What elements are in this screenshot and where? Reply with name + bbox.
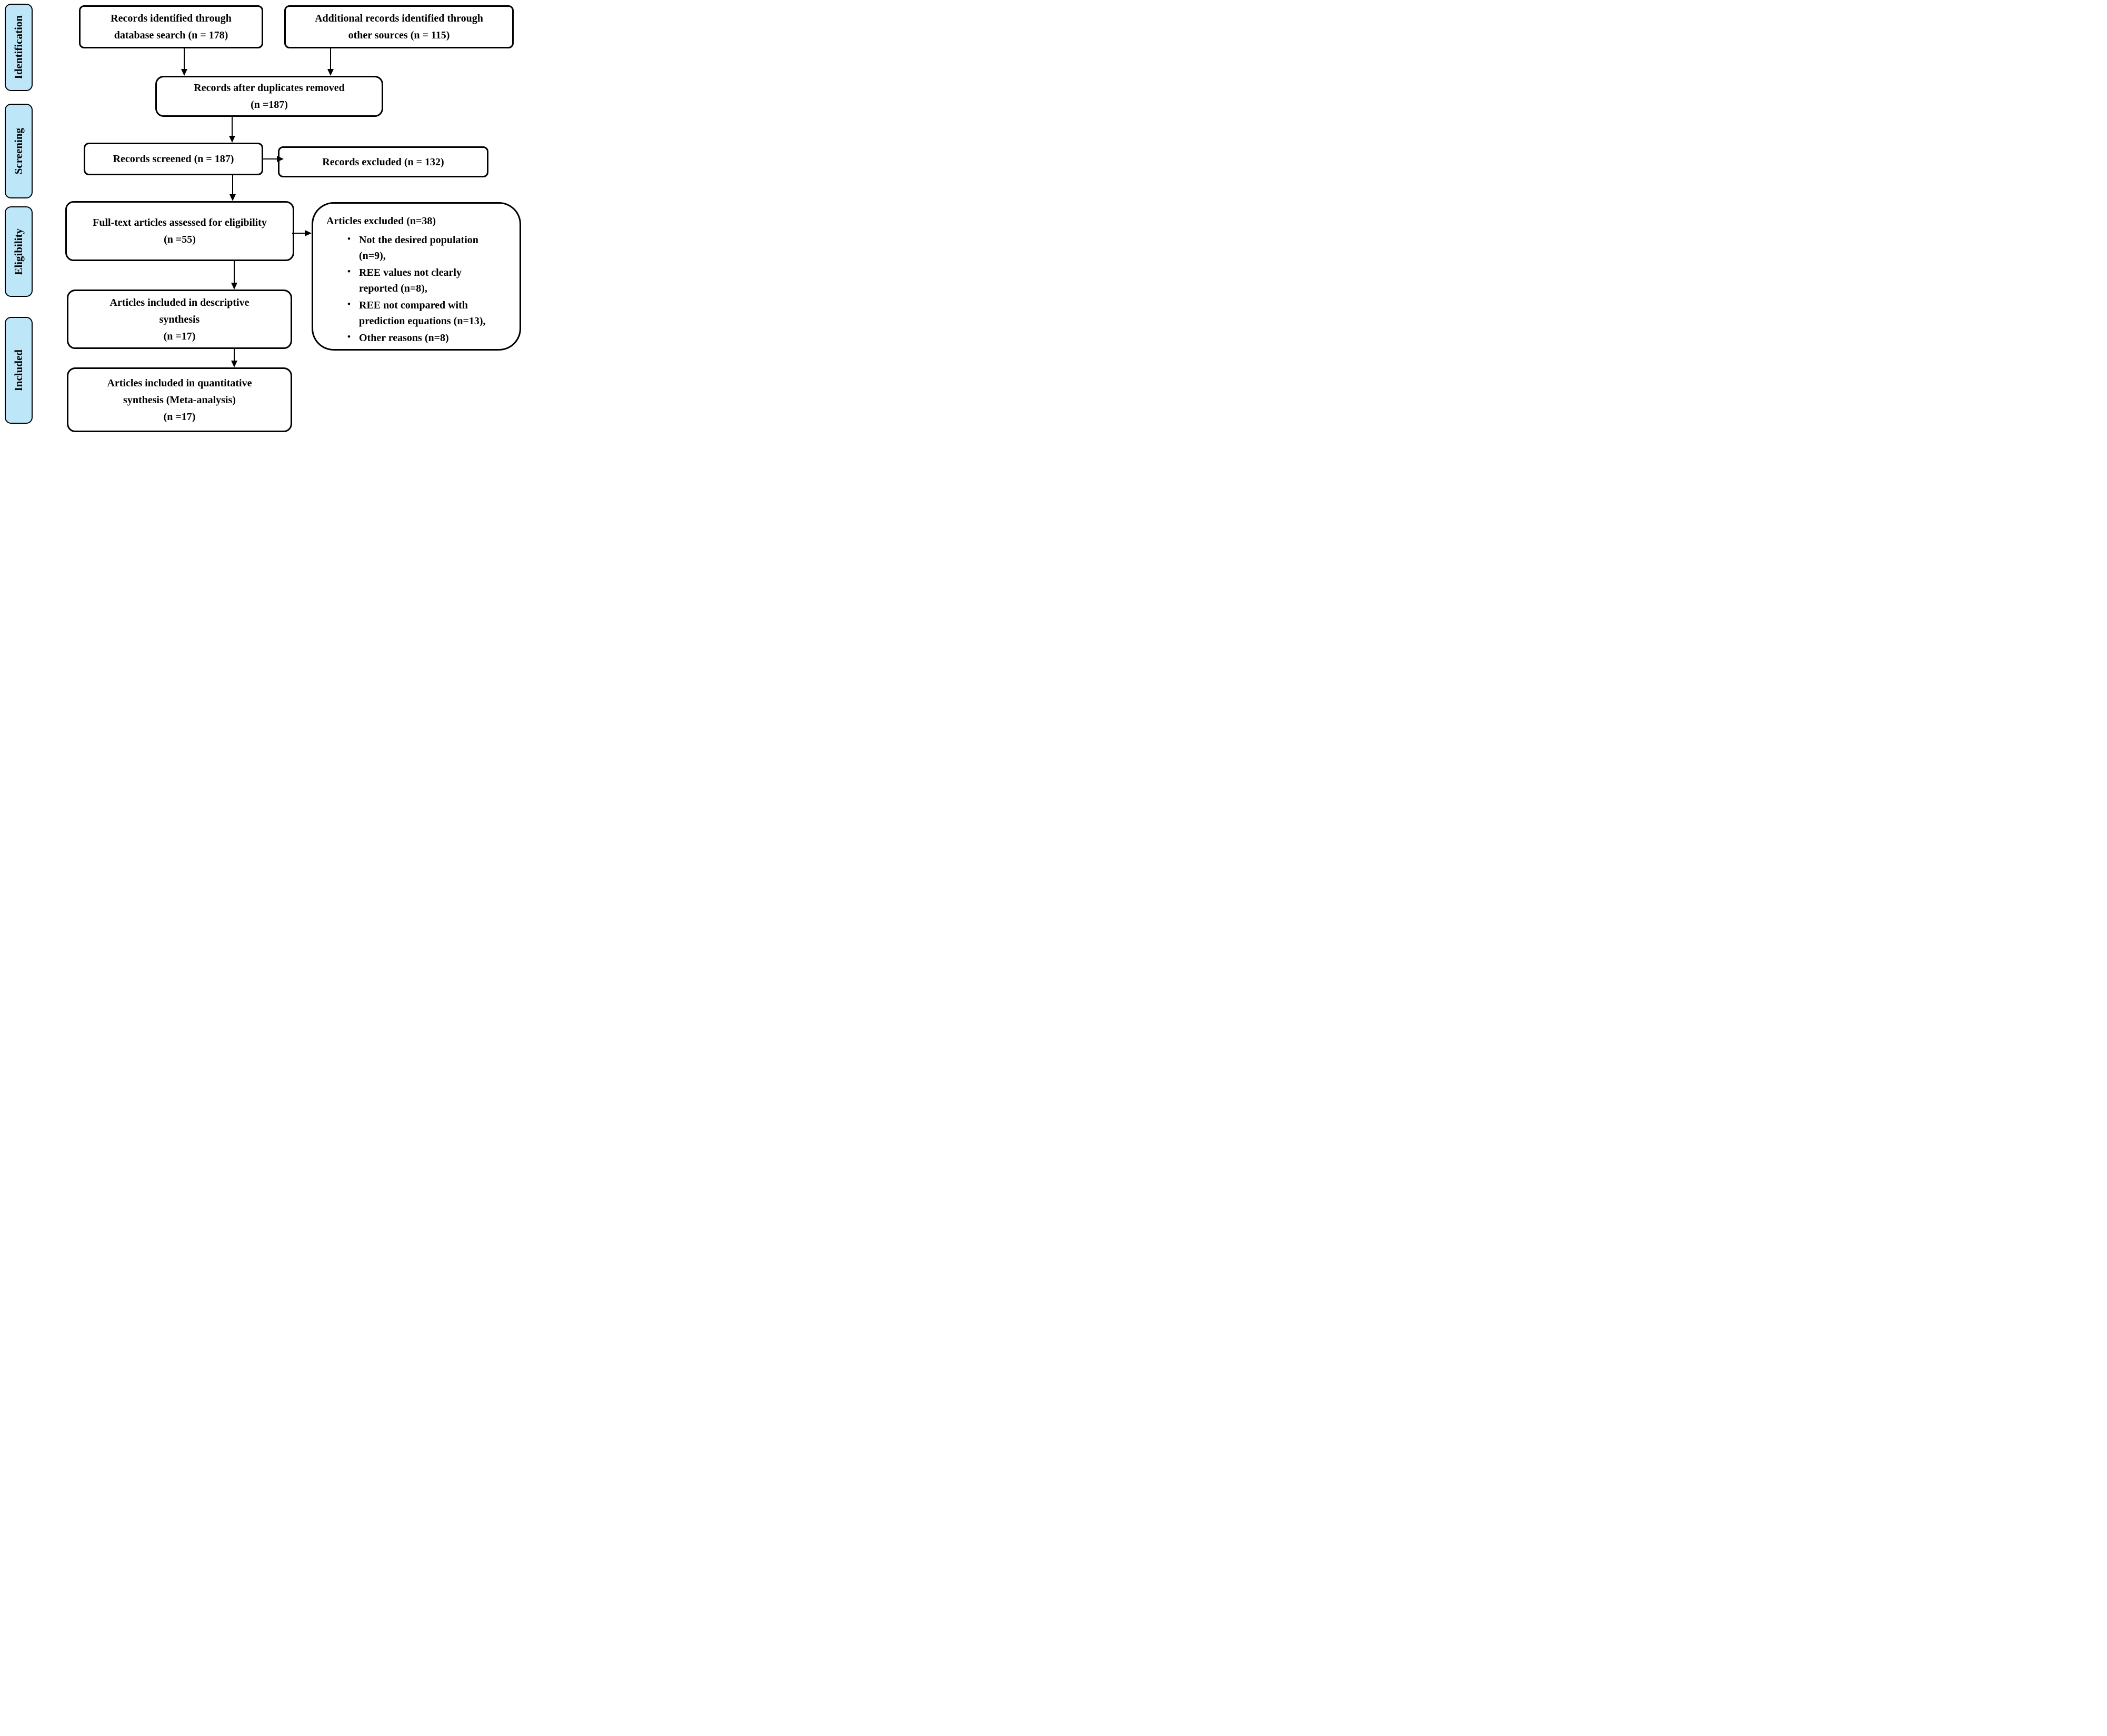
box-records-excluded: Records excluded (n = 132): [278, 146, 488, 177]
box-after-duplicates: Records after duplicates removed (n =187…: [155, 76, 383, 117]
box-records-identified-line2: database search (n = 178): [114, 29, 228, 41]
box-quantitative-synthesis: Articles included in quantitative synthe…: [67, 367, 292, 432]
excluded-reason-text: REE not compared with prediction equatio…: [359, 300, 486, 327]
excluded-reason-item: • REE not compared with prediction equat…: [347, 297, 501, 329]
box-records-identified-line1: Records identified through: [111, 13, 232, 24]
stage-eligibility: Eligibility: [5, 206, 33, 297]
box-descriptive-synthesis-line2: synthesis: [159, 313, 200, 325]
bullet-icon: •: [347, 266, 351, 276]
box-records-excluded-line1: Records excluded (n = 132): [322, 156, 444, 168]
stage-included-label: Included: [12, 349, 25, 392]
stage-identification: Identification: [5, 4, 33, 91]
prisma-flow-diagram: Identification Screening Eligibility Inc…: [0, 0, 527, 434]
bullet-icon: •: [347, 299, 351, 309]
excluded-reason-item: • Other reasons (n=8): [347, 330, 501, 346]
excluded-reason-text: REE values not clearly reported (n=8),: [359, 267, 462, 294]
stage-included: Included: [5, 317, 33, 424]
stage-eligibility-label: Eligibility: [12, 228, 25, 275]
box-quantitative-synthesis-line2: synthesis (Meta-analysis): [123, 394, 236, 406]
excluded-reason-item: • REE values not clearly reported (n=8),: [347, 265, 501, 296]
box-fulltext-assessed-line1: Full-text articles assessed for eligibil…: [93, 217, 267, 228]
stage-screening-label: Screening: [12, 127, 25, 175]
box-fulltext-assessed-line2: (n =55): [164, 234, 196, 245]
box-descriptive-synthesis: Articles included in descriptive synthes…: [67, 290, 292, 349]
box-after-duplicates-line2: (n =187): [251, 99, 288, 111]
box-additional-records-line2: other sources (n = 115): [348, 29, 450, 41]
box-articles-excluded: Articles excluded (n=38) • Not the desir…: [312, 202, 521, 351]
box-records-identified: Records identified through database sear…: [79, 5, 263, 48]
box-after-duplicates-line1: Records after duplicates removed: [194, 82, 345, 94]
box-records-screened: Records screened (n = 187): [84, 143, 263, 175]
box-descriptive-synthesis-line1: Articles included in descriptive: [109, 296, 249, 308]
box-quantitative-synthesis-line1: Articles included in quantitative: [107, 377, 252, 389]
box-descriptive-synthesis-line3: (n =17): [163, 330, 196, 342]
box-quantitative-synthesis-line3: (n =17): [163, 411, 196, 423]
box-additional-records: Additional records identified through ot…: [284, 5, 514, 48]
stage-identification-label: Identification: [12, 15, 25, 79]
box-records-screened-line1: Records screened (n = 187): [113, 153, 234, 165]
box-additional-records-line1: Additional records identified through: [315, 13, 483, 24]
bullet-icon: •: [347, 332, 351, 342]
excluded-reason-text: Other reasons (n=8): [359, 332, 449, 344]
stage-screening: Screening: [5, 104, 33, 198]
box-articles-excluded-title: Articles excluded (n=38): [326, 215, 436, 227]
excluded-reason-text: Not the desired population (n=9),: [359, 234, 478, 262]
box-fulltext-assessed: Full-text articles assessed for eligibil…: [65, 201, 294, 261]
bullet-icon: •: [347, 234, 351, 244]
excluded-reason-item: • Not the desired population (n=9),: [347, 232, 501, 264]
excluded-reasons-list: • Not the desired population (n=9), • RE…: [326, 231, 501, 346]
